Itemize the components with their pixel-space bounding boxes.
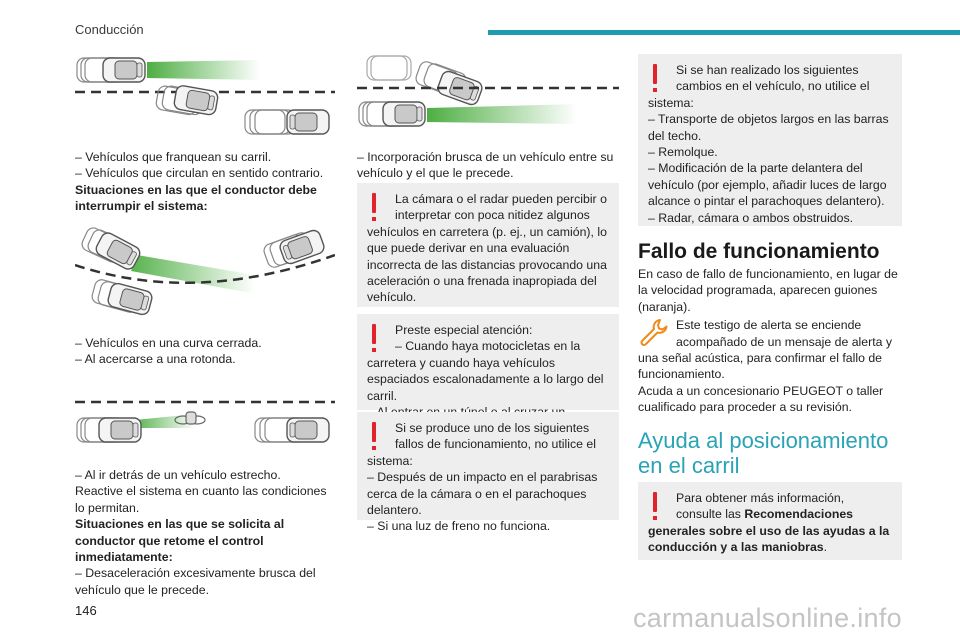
warning-text: – Remolque. xyxy=(648,145,718,160)
paragraph: En caso de fallo de funcionamiento, en l… xyxy=(638,267,898,314)
warning-box: Para obtener más información, consulte l… xyxy=(638,482,902,560)
warning-exclamation-icon xyxy=(367,193,381,223)
section-title-lane-assist: Ayuda al posicionamiento en el carril xyxy=(638,428,889,478)
illustration-vehicle-crossing-lane xyxy=(75,57,335,135)
list-item: – Vehículos en una curva cerrada. xyxy=(75,336,262,350)
illustration-vehicle-cut-in xyxy=(357,55,619,127)
page-number: 146 xyxy=(75,603,97,618)
warning-text: – Después de un impacto en el parabrisas… xyxy=(367,470,598,518)
list-item: – Al acercarse a una rotonda. xyxy=(75,352,236,367)
warning-text: – Si una luz de freno no funciona. xyxy=(367,519,551,534)
cross-reference-link[interactable]: Recomendaciones generales sobre el uso d… xyxy=(648,507,890,555)
list-item: – Vehículos que circulan en sentido cont… xyxy=(75,166,324,181)
wrench-warning-icon xyxy=(640,319,668,347)
list-item: – Vehículos que franquean su carril. xyxy=(75,150,272,164)
warning-text: La cámara o el radar pueden percibir o i… xyxy=(367,192,607,305)
warning-text: – Transporte de objetos largos en las ba… xyxy=(648,112,889,143)
header-accent-bar xyxy=(488,30,960,35)
warning-exclamation-icon xyxy=(367,422,381,452)
warning-text: Preste especial atención: xyxy=(395,323,533,337)
warning-text: – Radar, cámara o ambos obstruidos. xyxy=(648,210,854,225)
warning-text: – Cuando haya motocicletas en la carrete… xyxy=(367,339,604,403)
warning-text: Si se han realizado los siguientes cambi… xyxy=(648,63,870,110)
warning-box: Si se produce uno de los siguientes fall… xyxy=(357,412,619,533)
section-heading: Situaciones en las que se solicita al co… xyxy=(75,517,285,565)
warning-box: Preste especial atención: – Cuando haya … xyxy=(357,314,619,435)
illustration-sharp-curve xyxy=(75,227,335,317)
section-header: Conducción xyxy=(75,22,144,37)
paragraph: Este testigo de alerta se enciende acomp… xyxy=(638,318,893,382)
list-item: – Al ir detrás de un vehículo estrecho. xyxy=(75,468,281,482)
warning-box: Si se han realizado los siguientes cambi… xyxy=(638,54,902,226)
illustration-narrow-vehicle xyxy=(75,400,335,443)
warning-text: Para obtener más información, consulte l… xyxy=(648,491,890,555)
list-item: – Desaceleración excesivamente brusca de… xyxy=(75,566,316,597)
warning-text: – Modificación de la parte delantera del… xyxy=(648,161,887,209)
warning-exclamation-icon xyxy=(648,64,662,94)
paragraph: Acuda a un concesionario PEUGEOT o talle… xyxy=(638,383,884,415)
watermark: carmanualsonline.info xyxy=(633,603,902,633)
section-title-fault: Fallo de funcionamiento xyxy=(638,240,880,263)
paragraph: Reactive el sistema en cuanto las condic… xyxy=(75,484,327,515)
warning-box: La cámara o el radar pueden percibir o i… xyxy=(357,183,619,307)
warning-exclamation-icon xyxy=(648,492,662,522)
warning-exclamation-icon xyxy=(367,324,381,354)
section-heading: Situaciones en las que el conductor debe… xyxy=(75,182,317,214)
list-item: – Incorporación brusca de un vehículo en… xyxy=(357,150,614,181)
warning-text: Si se produce uno de los siguientes fall… xyxy=(367,421,596,468)
